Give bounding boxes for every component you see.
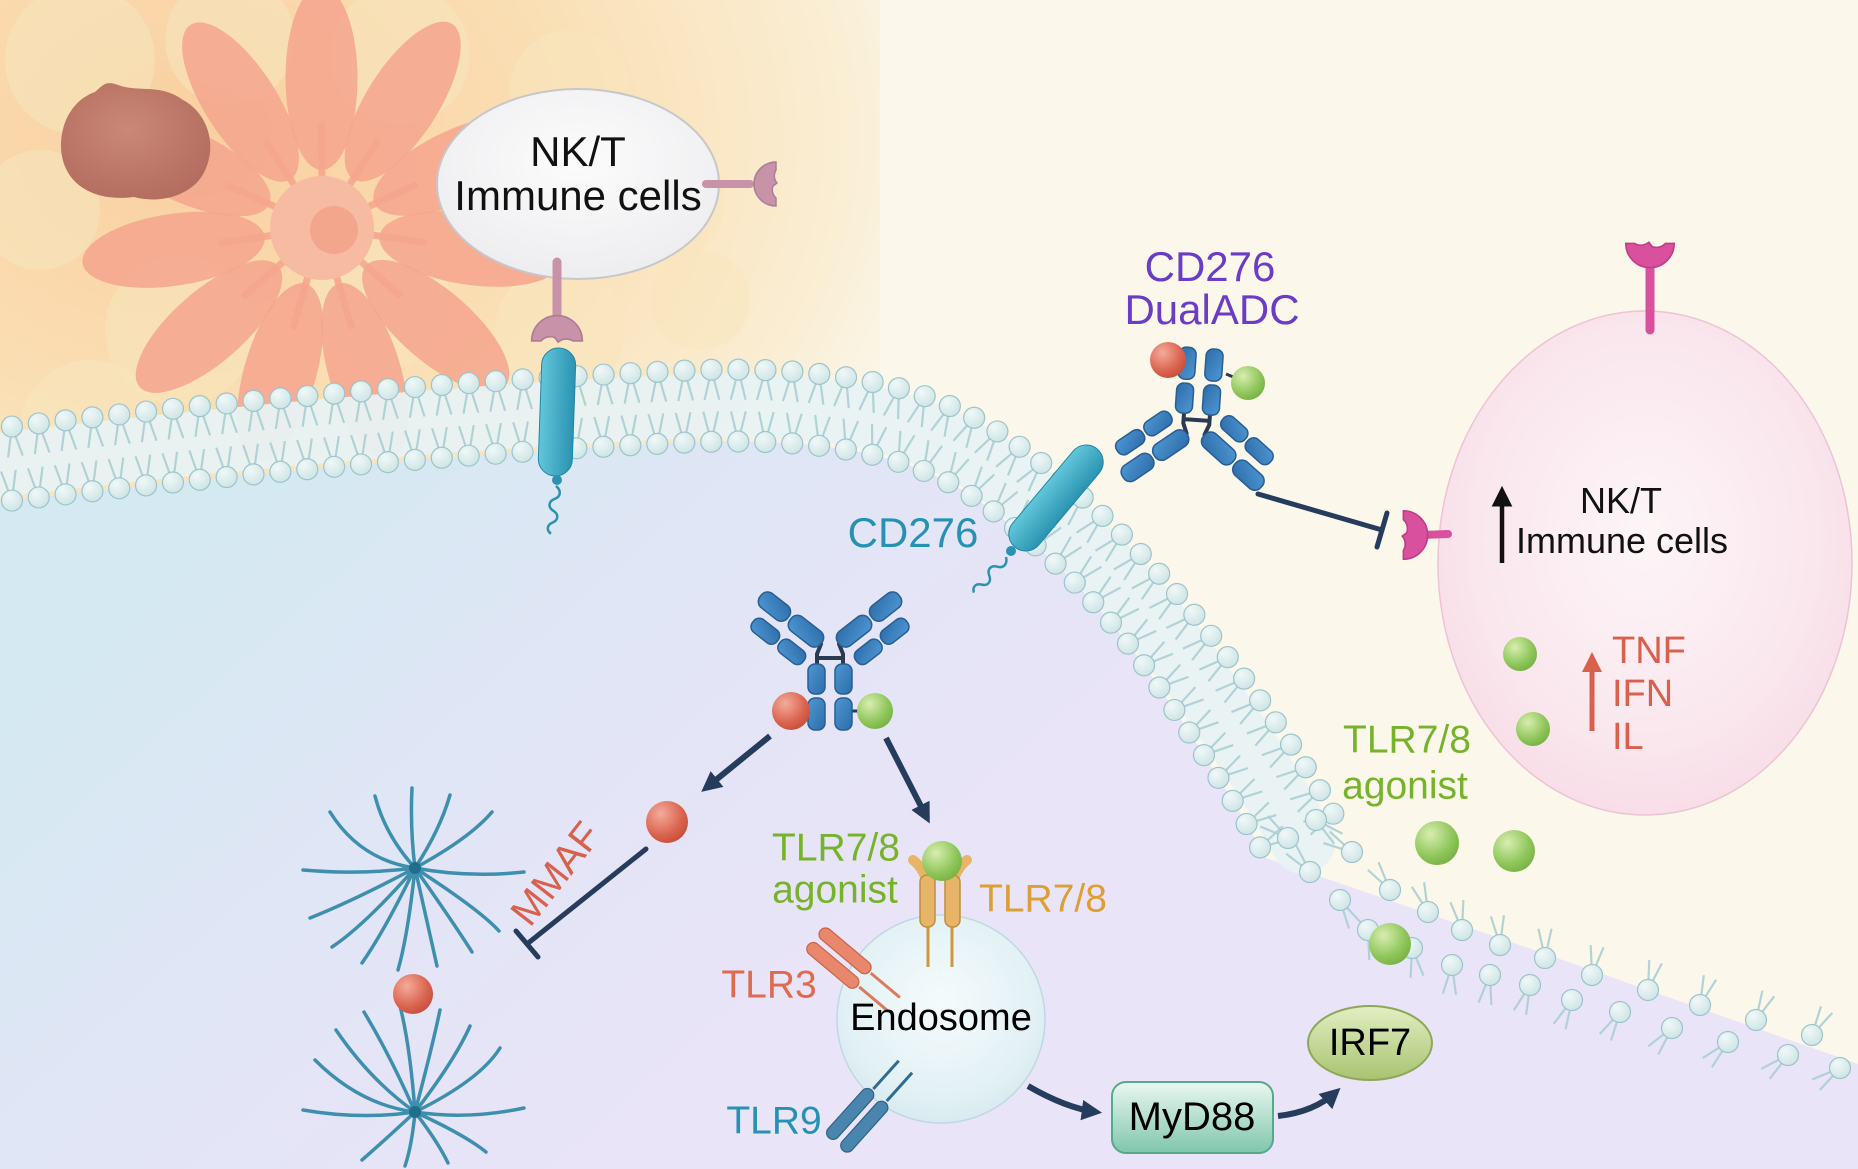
nk-immune-cell-right	[1401, 241, 1853, 816]
mitotic-spindle	[301, 786, 526, 1168]
mmaf-at-spindle-icon	[393, 974, 433, 1014]
nkt-right-label-line1: NK/T	[1579, 480, 1663, 521]
tlr3-label: TLR3	[721, 963, 817, 1007]
ifn-label: IFN	[1612, 673, 1674, 715]
il-label: IL	[1612, 716, 1644, 758]
myd88-node	[1111, 1081, 1274, 1154]
nkt-top-label-line1: NK/T	[530, 128, 626, 175]
mmaf-release-arrow-icon	[701, 733, 772, 792]
spindle-pole-icon	[409, 862, 421, 874]
cd276-receptor-1	[537, 346, 577, 536]
released-agonist-spheres	[1369, 821, 1535, 965]
myd88-label: MyD88	[1128, 1095, 1256, 1139]
agonist-inner-label-line2: agonist	[772, 868, 898, 912]
nk-cell-receptors-mauve	[530, 161, 778, 343]
lipid-heads	[0, 358, 1345, 859]
irf7-node	[1307, 1005, 1433, 1081]
agonist-outer-label-line1: TLR7/8	[1343, 718, 1471, 762]
tlr9-receptor	[826, 1059, 914, 1153]
mmaf-payload-icon	[1150, 342, 1186, 378]
myd88-to-irf7-arrow-icon	[1277, 1087, 1341, 1119]
agonist-payload-icon	[857, 693, 893, 729]
disrupted-membrane-lipids	[1259, 808, 1852, 1091]
endosome-to-myd88-arrow-icon	[1026, 1083, 1103, 1121]
dualadc-label-line1: CD276	[1144, 243, 1276, 290]
irf7-label: IRF7	[1328, 1022, 1412, 1064]
mmaf-molecule-icon	[646, 801, 688, 843]
membrane-band	[0, 373, 1335, 874]
agonist-outer-label-line2: agonist	[1342, 764, 1468, 808]
agonist-sphere-icon	[1503, 637, 1537, 671]
dualadc-antibody	[1100, 339, 1294, 498]
tlr3-receptor	[806, 927, 901, 1013]
mmaf-action	[513, 801, 688, 960]
mmaf-payload-icon	[772, 692, 810, 730]
endosome-label: Endosome	[850, 997, 1032, 1039]
spindle-pole-icon	[409, 1106, 421, 1118]
internalized-antibody	[738, 586, 922, 732]
agonist-inner-label-line1: TLR7/8	[772, 826, 900, 870]
cd276-receptor-2	[969, 437, 1111, 597]
dualadc-label-line2: DualADC	[1124, 286, 1300, 333]
checkpoint-inhibition	[1255, 491, 1390, 550]
tlr9-label: TLR9	[726, 1099, 822, 1143]
agonist-sphere-icon	[1516, 712, 1550, 746]
agonist-release-arrow-icon	[883, 736, 930, 824]
nkt-right-label-line2: Immune cells	[1515, 520, 1729, 561]
nkt-top-label-line2: Immune cells	[454, 172, 702, 219]
tumor-nodule	[60, 83, 211, 200]
cd276-label: CD276	[847, 509, 979, 556]
tnf-label: TNF	[1612, 630, 1686, 672]
agonist-payload-icon	[1231, 366, 1265, 400]
agonist-on-tlr78-icon	[922, 841, 962, 881]
tlr78-label: TLR7/8	[979, 877, 1107, 921]
